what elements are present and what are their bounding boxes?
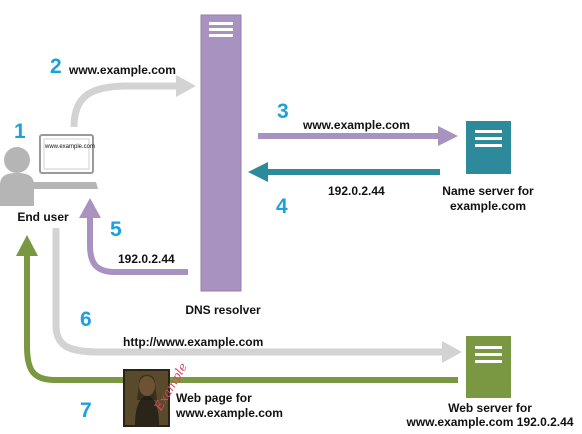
label-query-to-resolver: www.example.com — [69, 63, 176, 77]
dns-resolver-label: DNS resolver — [185, 303, 261, 317]
label-answer-from-nameserver: 192.0.2.44 — [328, 184, 385, 198]
dns-resolver-icon — [200, 14, 242, 292]
arrow-user-to-resolver-head — [176, 75, 196, 97]
laptop-icon — [28, 134, 98, 189]
arrow-nameserver-to-resolver-head — [248, 162, 268, 182]
web-server-icon — [466, 336, 511, 398]
label-query-to-nameserver: www.example.com — [303, 118, 410, 132]
name-server-label-line1: Name server for — [442, 184, 534, 198]
label-answer-to-user: 192.0.2.44 — [118, 252, 175, 266]
arrow-resolver-to-user — [87, 216, 188, 275]
step-number-7: 7 — [80, 399, 92, 422]
step-number-6: 6 — [80, 308, 92, 331]
name-server-icon — [466, 121, 511, 174]
name-server-label-line2: example.com — [449, 199, 527, 213]
web-server-label-line2: www.example.com 192.0.2.44 — [406, 415, 574, 429]
arrow-user-to-webserver — [52, 228, 445, 356]
arrow-webserver-to-user — [24, 254, 458, 383]
step-number-1: 1 — [14, 120, 26, 143]
web-page-label-line2: www.example.com — [176, 406, 283, 420]
laptop-screen-text: www.example.com — [45, 144, 96, 150]
step-number-4: 4 — [276, 195, 288, 218]
label-http-request: http://www.example.com — [123, 335, 264, 349]
arrow-user-to-webserver-head — [442, 341, 462, 363]
step-number-2: 2 — [50, 55, 62, 78]
step-number-3: 3 — [277, 100, 289, 123]
arrow-user-to-resolver — [70, 82, 178, 128]
end-user-person-icon — [0, 147, 34, 206]
end-user-label: End user — [17, 210, 69, 224]
web-page-label-line1: Web page for — [176, 391, 252, 405]
web-server-label-line1: Web server for — [448, 401, 532, 415]
arrow-resolver-to-user-head — [79, 198, 101, 218]
step-number-5: 5 — [110, 218, 122, 241]
arrow-webserver-to-user-head — [16, 235, 38, 256]
arrow-resolver-to-nameserver-head — [438, 126, 458, 146]
